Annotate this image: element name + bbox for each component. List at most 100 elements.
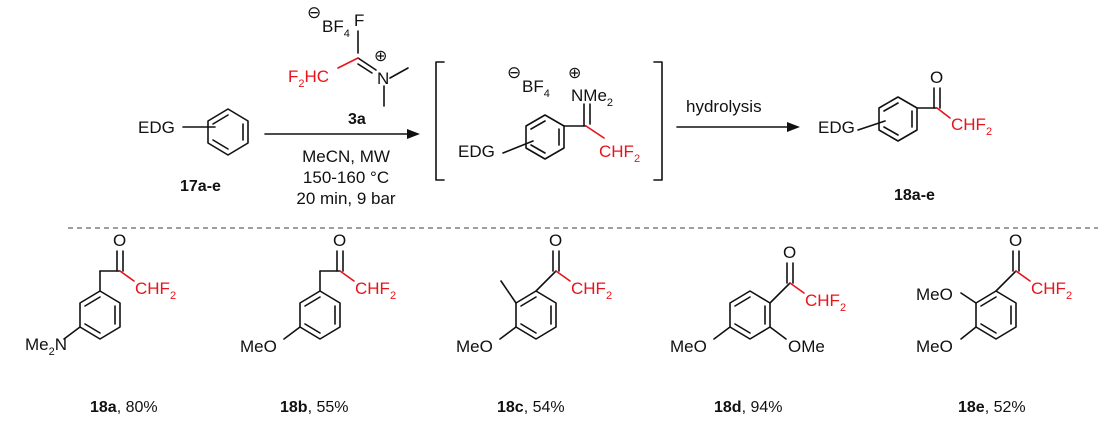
reagent-label: 3a [348,111,366,128]
chf2-group: CHF2​ [951,115,992,138]
substrate-17: EDG 17a-e [138,108,249,195]
reagent-3a: ⊖ BF4​ F F2​HC ⊕ N 3a [288,3,409,128]
chf2-group: CHF2​ [571,279,612,302]
ring-carbonyl-bond [995,270,1017,292]
anion-charge: ⊖ [507,63,521,82]
double-bond [304,296,321,307]
f-atom: F [354,11,364,30]
c-chf2-bond [1015,270,1031,282]
product-18e: O CHF2​ MeO MeO 18e, 52% [916,231,1072,416]
cation-charge: ⊕ [568,65,581,82]
o-bond [960,326,977,340]
me2n-group: Me2​N [25,335,67,358]
c-chf2-bond [555,270,571,282]
c-chf2-bond [337,57,359,69]
chf2-group: CHF2​ [355,279,396,302]
benzene-ring [729,290,771,340]
svg-text:150-160 °C: 150-160 °C [303,168,389,187]
left-bracket [435,61,445,181]
double-bond [520,323,537,334]
o-atom: O [930,68,943,87]
meo-group-top: MeO [916,285,953,304]
nme2-group: NMe2​ [571,86,613,109]
intermediate: ⊖ BF4​ ⊕ NMe2​ CHF2​ EDG [435,61,663,181]
meo-group: MeO [456,337,493,356]
double-bond [530,120,546,130]
c-chf2-bond [585,125,605,139]
product-18: O CHF2​ EDG 18a-e [818,68,992,204]
edg-label: EDG [138,118,175,137]
double-bond [734,323,751,334]
o-atom: O [113,231,126,250]
benzene-ring [79,290,121,340]
chf2-group: CHF2​ [805,291,846,314]
n-methyl-bond [389,67,409,79]
double-bond [980,296,997,307]
substituent-bond [857,120,886,131]
o-bond [713,326,731,340]
double-bond [304,323,321,334]
o-atom: O [333,231,346,250]
o-atom: O [1009,231,1022,250]
bf4-anion: BF4​ [322,17,350,40]
n-atom: N [377,69,389,88]
c-n-double-bond [357,57,377,71]
reaction-arrow-1 [264,129,420,139]
ring-carbonyl-bond [769,282,791,304]
c-chf2-bond [936,107,951,119]
benzene-ring [515,290,557,340]
benzene-ring [975,290,1017,340]
double-bond [980,323,997,334]
o-bond [499,326,517,340]
product-18a-label: 18a, 80% [90,399,158,416]
bf4-anion: BF4​ [522,77,550,100]
double-bond [84,323,101,334]
product-label: 18a-e [894,187,935,204]
cation-charge: ⊕ [374,48,387,65]
product-18b: O CHF2​ MeO 18b, 55% [240,231,396,416]
meo-group: MeO [240,337,277,356]
chf2-group: CHF2​ [1031,279,1072,302]
o-bond [283,326,301,340]
substrate-label: 17a-e [180,178,221,195]
meo-group: MeO [670,337,707,356]
ome-group: OMe [788,337,825,356]
methyl-bond [500,280,517,304]
double-bond [520,296,537,307]
double-bond [212,139,229,150]
meo-group-bottom: MeO [916,337,953,356]
svg-text:20 min, 9 bar: 20 min, 9 bar [296,189,396,208]
c-chf2-bond [119,270,135,282]
product-18a: O CHF2​ Me2​N 18a, 80% [25,231,176,416]
reaction-arrow-2 [676,122,800,132]
c-chf2-bond [789,282,805,294]
conditions: MeCN, MW 150-160 °C 20 min, 9 bar [296,147,396,208]
benzene-ring [299,290,341,340]
anion-charge: ⊖ [307,3,321,22]
product-18c: O CHF2​ MeO 18c, 54% [456,231,612,416]
chf2-group: CHF2​ [135,279,176,302]
ring-carbonyl-bond [535,270,557,292]
f2hc-group: F2​HC [288,67,329,90]
hydrolysis-label: hydrolysis [686,97,762,116]
o-atom: O [783,243,796,262]
double-bond [212,114,229,125]
edg-label: EDG [458,142,495,161]
double-bond [883,102,899,112]
double-bond [883,126,899,136]
c-n-double-bond [357,63,373,74]
substituent-bond [502,140,534,154]
product-18c-label: 18c, 54% [497,399,565,416]
o-bond [960,292,977,304]
edg-label: EDG [818,118,855,137]
double-bond [734,296,751,307]
svg-text:MeCN, MW: MeCN, MW [302,147,390,166]
double-bond [530,144,546,154]
product-18e-label: 18e, 52% [958,399,1026,416]
o-atom: O [549,231,562,250]
product-18b-label: 18b, 55% [280,399,349,416]
o-bond [769,326,787,340]
right-bracket [653,61,663,181]
product-18d-label: 18d, 94% [714,399,783,416]
